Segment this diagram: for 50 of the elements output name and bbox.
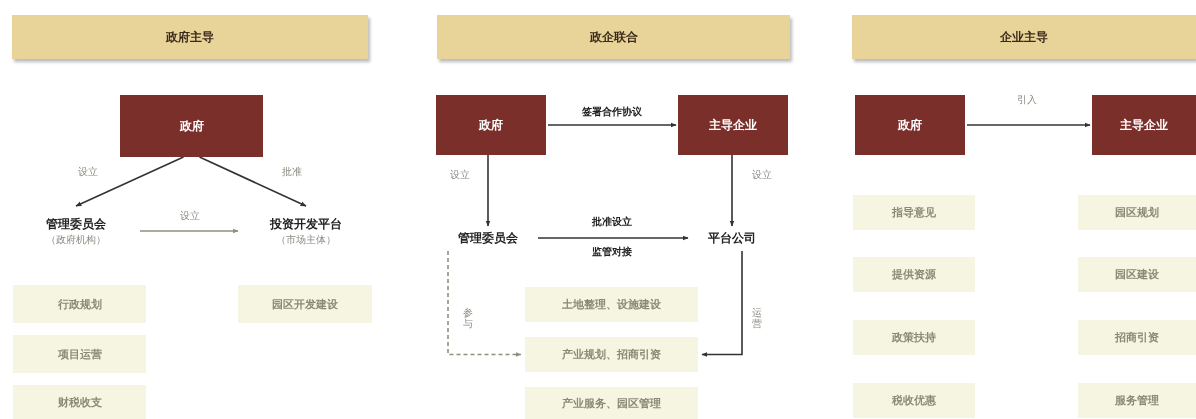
entity-box: 政府 [855,95,965,155]
edge-label: 设立 [750,169,774,181]
entity-name: 管理委员会 [46,215,106,233]
edge-label: 批准 [280,166,304,178]
edge-label: 设立 [76,166,100,178]
edge-label: 设立 [448,169,472,181]
function-box: 招商引资 [1078,320,1196,355]
edge-label: 批准设立 [590,216,634,228]
function-box: 产业服务、园区管理 [525,387,698,419]
edge-label: 参与 [461,307,475,329]
entity-box: 主导企业 [1092,95,1196,155]
function-box: 税收优惠 [853,383,975,418]
edge-label: 引入 [1015,94,1039,106]
dashed-arrow [447,250,522,357]
function-box: 园区建设 [1078,257,1196,292]
entity-box: 政府 [436,95,546,155]
entity-box: 政府 [120,95,263,157]
edge-label: 签署合作协议 [580,106,644,118]
arrow [701,250,743,357]
edge-label: 设立 [178,210,202,222]
entity-name: 投资开发平台 [270,215,342,233]
function-box: 财税收支 [13,385,146,419]
arrow [547,122,677,128]
function-box: 指导意见 [853,195,975,230]
header-band: 企业主导 [852,15,1196,59]
arrow [966,122,1091,128]
arrow [537,235,689,241]
entity-note: （市场主体） [276,232,336,247]
function-box: 园区规划 [1078,195,1196,230]
entity-name: 管理委员会 [458,229,518,247]
function-box: 土地整理、设施建设 [525,287,698,322]
entity-name: 平台公司 [708,229,756,247]
annotation-text: 监管对接 [590,246,634,258]
header-band: 政企联合 [437,15,790,59]
arrow [198,156,307,207]
entity-box: 主导企业 [678,95,788,155]
arrow [485,154,491,227]
function-box: 政策扶持 [853,320,975,355]
function-box: 行政规划 [13,285,146,323]
header-band: 政府主导 [12,15,368,59]
entity-note: （政府机构） [46,232,106,247]
edge-label: 运营 [750,307,764,329]
function-box: 服务管理 [1078,383,1196,418]
function-box: 项目运营 [13,335,146,373]
function-box: 提供资源 [853,257,975,292]
arrow [729,154,735,227]
function-box: 产业规划、招商引资 [525,337,698,372]
arrow [75,156,185,207]
function-box: 园区开发建设 [238,285,372,323]
arrow [139,228,239,234]
